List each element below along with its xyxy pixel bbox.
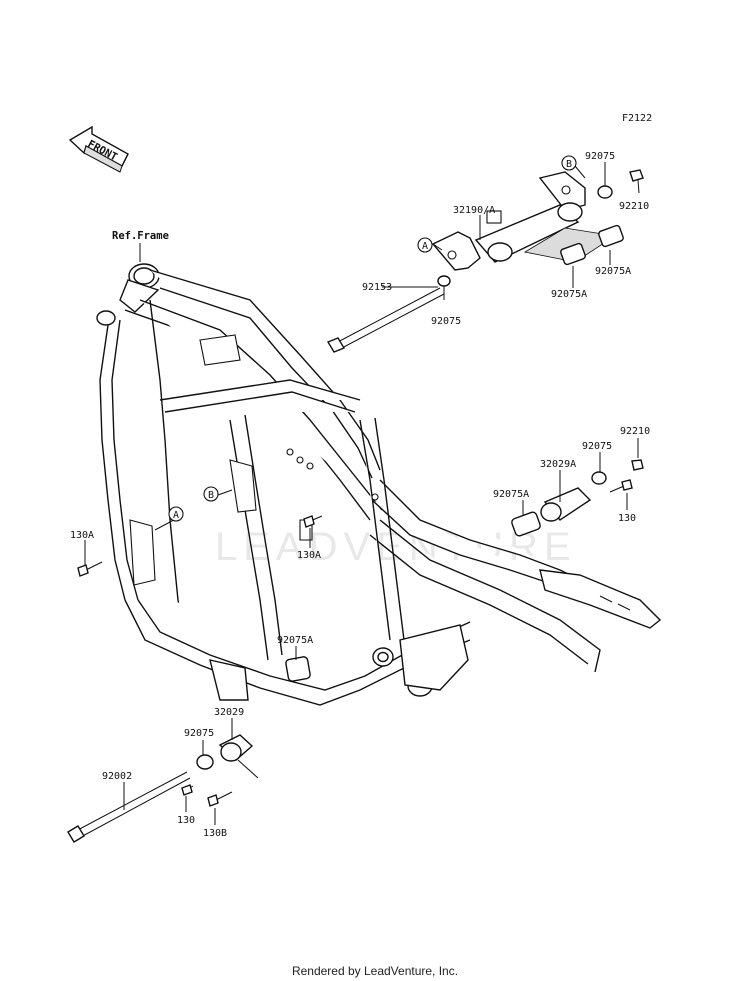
svg-text:B: B: [566, 159, 572, 170]
right-engine-mount: [511, 459, 644, 537]
part-130-lower: 130: [177, 815, 195, 826]
part-130b: 130B: [203, 828, 227, 839]
front-arrow-icon: FRONT: [68, 125, 129, 173]
part-92075-lower: 92075: [184, 728, 214, 739]
bolt-92153: [326, 287, 445, 353]
part-32029a: 32029A: [540, 459, 576, 470]
part-32190a: 32190/A: [453, 205, 495, 216]
part-92075-right: 92075: [582, 441, 612, 452]
figure-code: F2122: [622, 113, 652, 124]
svg-text:B: B: [208, 490, 214, 501]
callout-b-frame: B: [203, 486, 219, 502]
part-92075a-top-right: 92075A: [595, 266, 631, 277]
part-92075a-top-mid: 92075A: [551, 289, 587, 300]
leader-lines: [84, 162, 640, 825]
footer-credit: Rendered by LeadVenture, Inc.: [292, 964, 458, 978]
part-130-right: 130: [618, 513, 636, 524]
part-32029: 32029: [214, 707, 244, 718]
part-92075-mid: 92075: [431, 316, 461, 327]
callout-b-top: B: [561, 155, 577, 171]
svg-text:A: A: [173, 510, 179, 521]
part-92210-right: 92210: [620, 426, 650, 437]
upper-engine-bracket: [431, 169, 644, 287]
part-92002: 92002: [102, 771, 132, 782]
ref-frame-label: Ref.Frame: [112, 230, 169, 242]
part-130a-center: 130A: [297, 550, 321, 561]
lower-engine-mount: [67, 656, 311, 843]
motorcycle-frame: [96, 263, 662, 706]
part-92075-top: 92075: [585, 151, 615, 162]
part-92210-top: 92210: [619, 201, 649, 212]
part-labels: 92075 92210 32190/A 92075A 92075A 92153 …: [70, 151, 650, 839]
svg-text:A: A: [422, 241, 428, 252]
callout-a-frame: A: [168, 506, 184, 522]
part-92153: 92153: [362, 282, 392, 293]
callout-a-top: A: [417, 237, 433, 253]
part-92075a-lower: 92075A: [277, 635, 313, 646]
bolt-130a-center: [303, 515, 323, 528]
part-92075a-right: 92075A: [493, 489, 529, 500]
part-130a-left: 130A: [70, 530, 94, 541]
bolt-130a-left: [77, 561, 103, 577]
